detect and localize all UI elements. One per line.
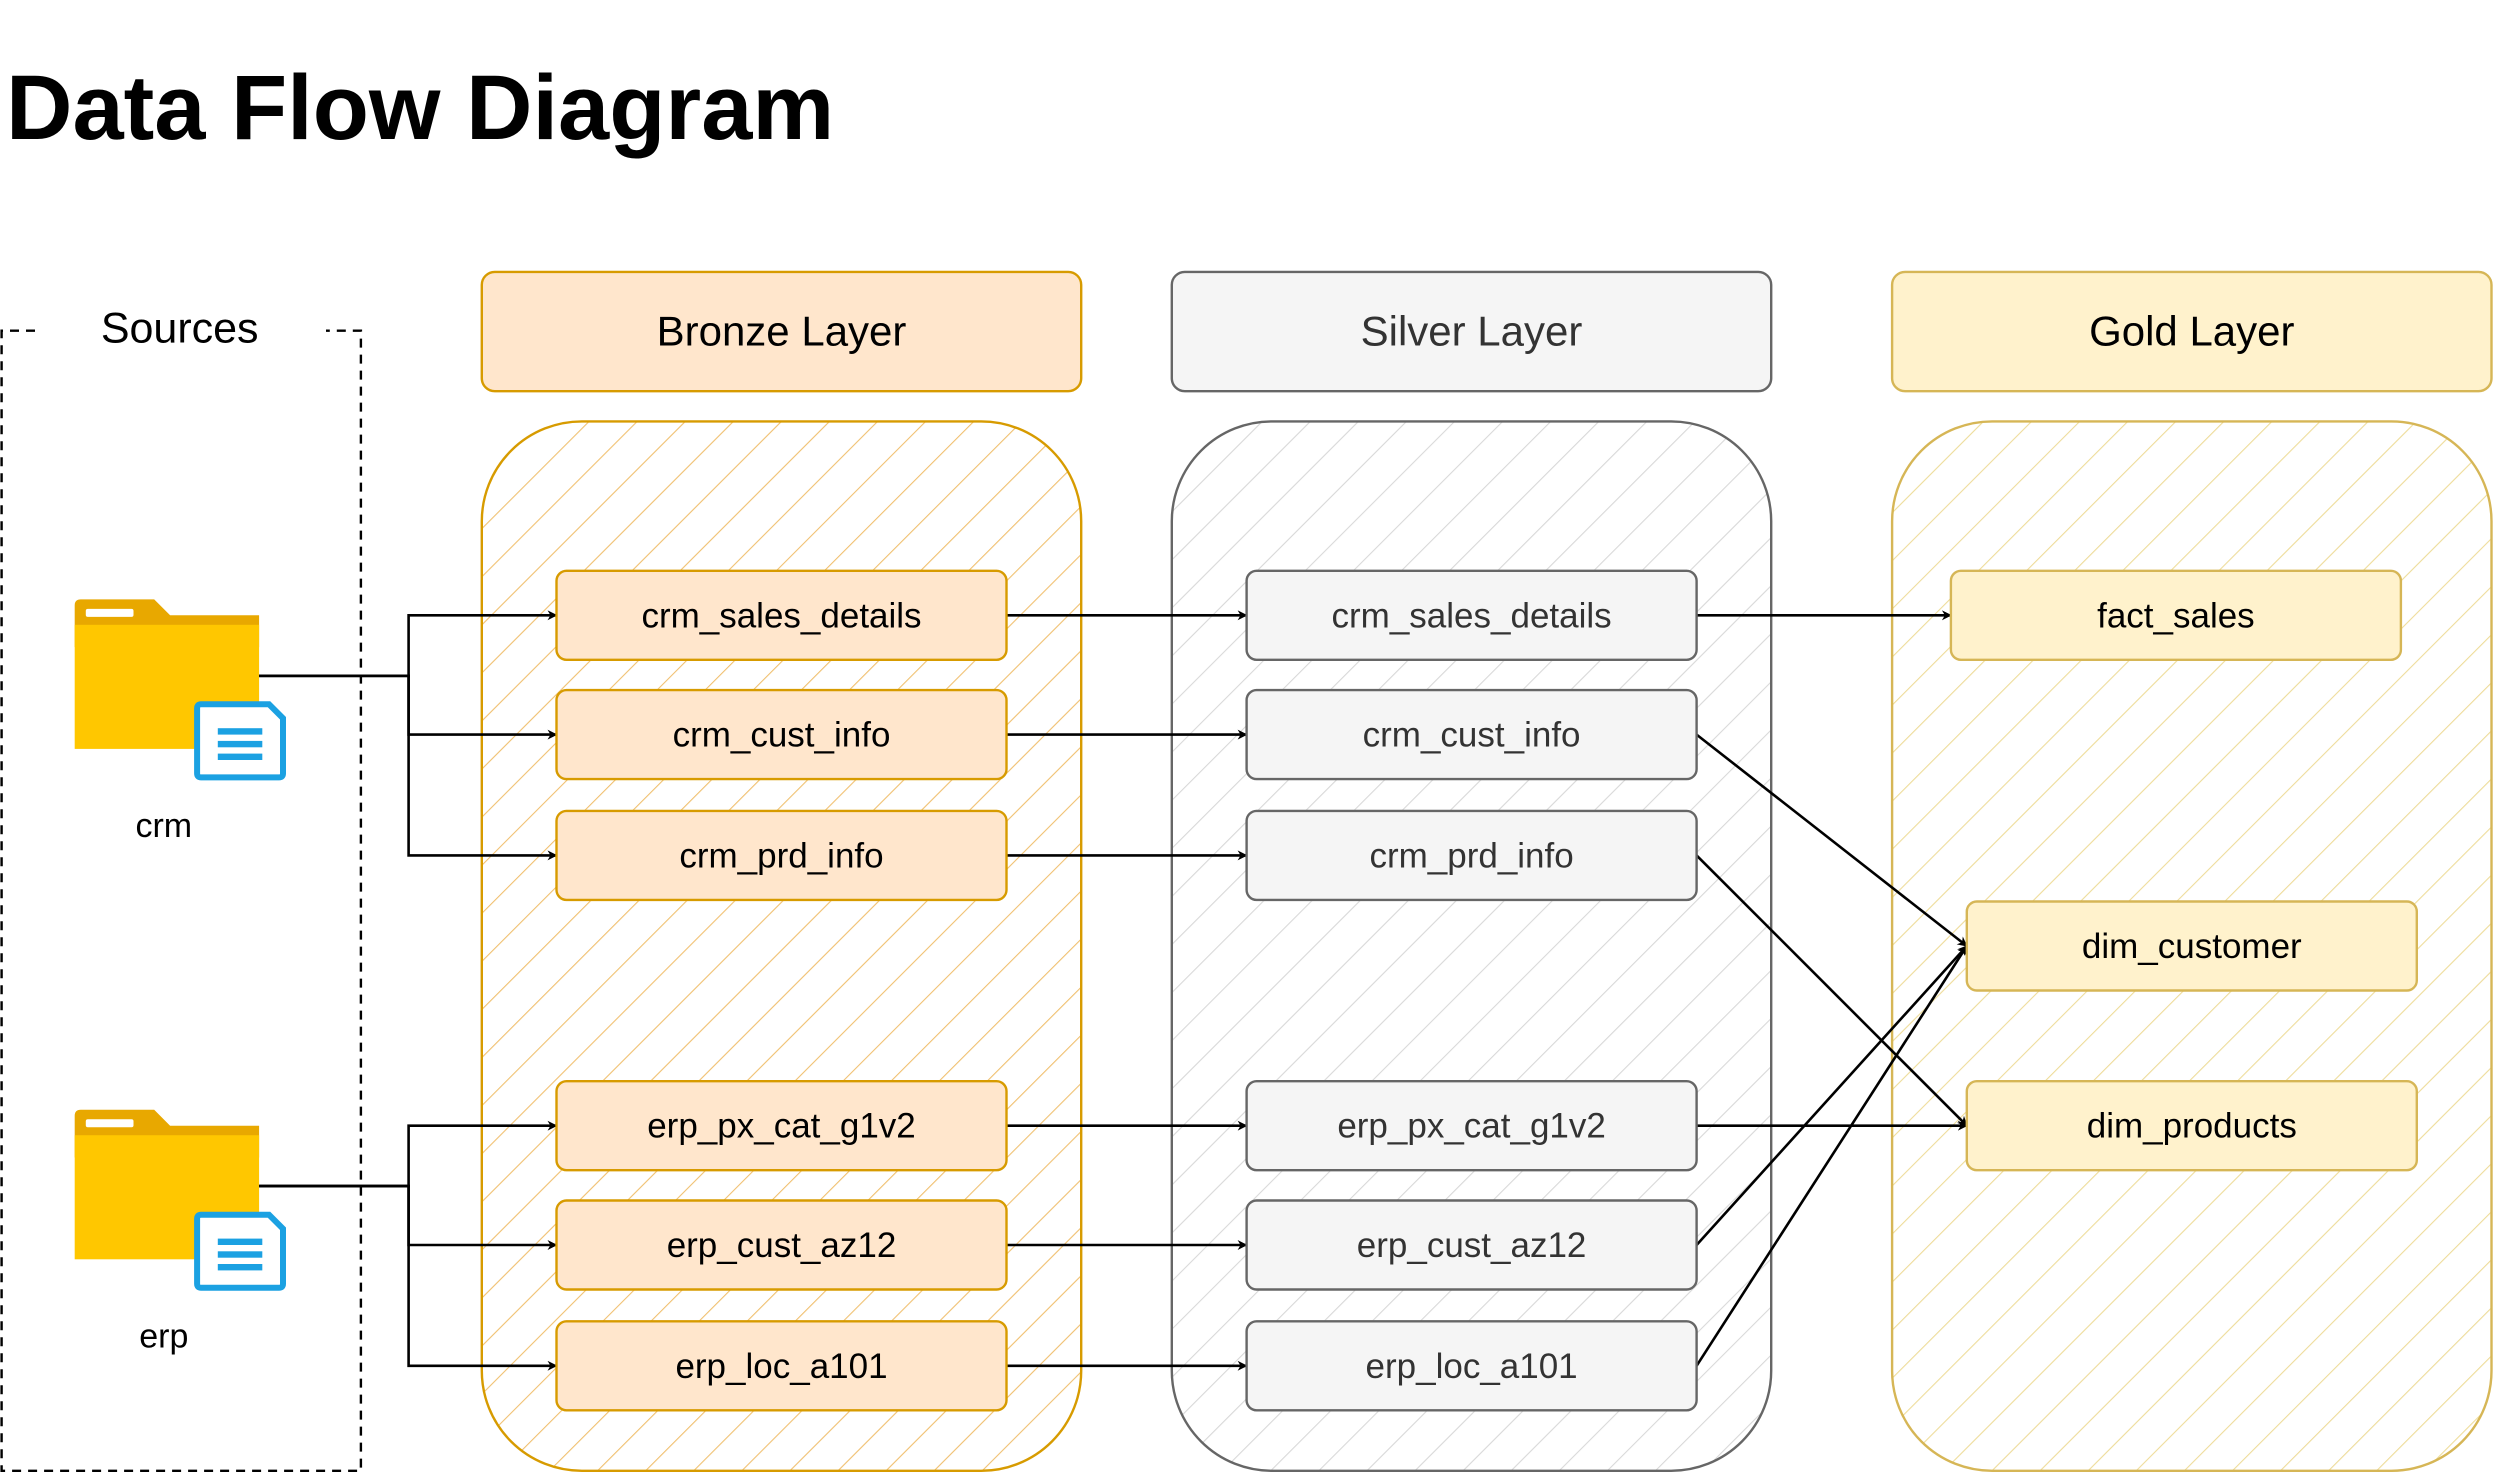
silver-table-erp-cust-az12[interactable]: erp_cust_az12 — [1245, 1199, 1698, 1291]
bronze-table-crm-cust-info[interactable]: crm_cust_info — [555, 688, 1008, 781]
flow-silver-erp-loc-a101-to-gold-dim-customer — [1695, 945, 1968, 1367]
silver-table-erp-px-cat-g1v2[interactable]: erp_px_cat_g1v2 — [1245, 1079, 1698, 1172]
gold-layer-title: Gold Layer — [2089, 308, 2294, 355]
sources-title: Sources — [101, 305, 259, 353]
gold-table-dim-products[interactable]: dim_products — [1965, 1079, 2419, 1172]
table-label: crm_sales_details — [641, 596, 921, 635]
folder-document-icon — [74, 1109, 286, 1291]
bronze-layer-title: Bronze Layer — [657, 308, 907, 355]
silver-table-crm-prd-info[interactable]: crm_prd_info — [1245, 809, 1698, 902]
flow-silver-crm-cust-info-to-gold-dim-customer — [1695, 733, 1968, 948]
folder-document-icon — [74, 599, 286, 781]
bronze-table-erp-loc-a101[interactable]: erp_loc_a101 — [555, 1320, 1008, 1412]
source-label: crm — [135, 807, 192, 845]
table-label: erp_cust_az12 — [1357, 1226, 1587, 1265]
silver-layer-title: Silver Layer — [1361, 308, 1583, 355]
table-label: crm_sales_details — [1332, 596, 1612, 635]
table-label: crm_prd_info — [1369, 836, 1573, 875]
table-label: crm_prd_info — [679, 836, 883, 875]
silver-table-crm-sales-details[interactable]: crm_sales_details — [1245, 569, 1698, 661]
flow-erp-to-bronze-erp-loc-a101 — [259, 1184, 558, 1371]
silver-table-erp-loc-a101[interactable]: erp_loc_a101 — [1245, 1320, 1698, 1412]
bronze-layer-header: Bronze Layer — [480, 270, 1083, 393]
bronze-table-erp-cust-az12[interactable]: erp_cust_az12 — [555, 1199, 1008, 1291]
silver-table-crm-cust-info[interactable]: crm_cust_info — [1245, 688, 1698, 781]
bronze-table-crm-sales-details[interactable]: crm_sales_details — [555, 569, 1008, 661]
page-title: Data Flow Diagram — [6, 57, 835, 159]
bronze-table-crm-prd-info[interactable]: crm_prd_info — [555, 809, 1008, 902]
flow-silver-crm-prd-info-to-gold-dim-products — [1695, 854, 1968, 1127]
table-label: erp_px_cat_g1v2 — [1337, 1107, 1606, 1146]
gold-layer-header: Gold Layer — [1890, 270, 2493, 393]
source-erp[interactable]: erp — [74, 1109, 286, 1356]
table-label: erp_cust_az12 — [667, 1226, 897, 1265]
table-label: dim_customer — [2082, 927, 2302, 966]
source-crm[interactable]: crm — [74, 599, 286, 845]
gold-table-fact-sales[interactable]: fact_sales — [1949, 569, 2403, 661]
table-label: crm_cust_info — [673, 716, 891, 755]
flow-crm-to-bronze-crm-prd-info — [259, 674, 558, 861]
bronze-table-erp-px-cat-g1v2[interactable]: erp_px_cat_g1v2 — [555, 1079, 1008, 1172]
table-label: erp_loc_a101 — [1366, 1347, 1578, 1386]
flow-silver-erp-cust-az12-to-gold-dim-customer — [1695, 945, 1968, 1246]
gold-table-dim-customer[interactable]: dim_customer — [1965, 900, 2419, 992]
table-label: erp_px_cat_g1v2 — [647, 1107, 916, 1146]
table-label: erp_loc_a101 — [675, 1347, 887, 1386]
table-label: crm_cust_info — [1363, 716, 1581, 755]
source-label: erp — [139, 1318, 188, 1356]
table-label: dim_products — [2087, 1107, 2297, 1146]
sources-frame: Sources — [0, 305, 363, 1472]
silver-layer-header: Silver Layer — [1170, 270, 1773, 393]
table-label: fact_sales — [2097, 596, 2255, 635]
